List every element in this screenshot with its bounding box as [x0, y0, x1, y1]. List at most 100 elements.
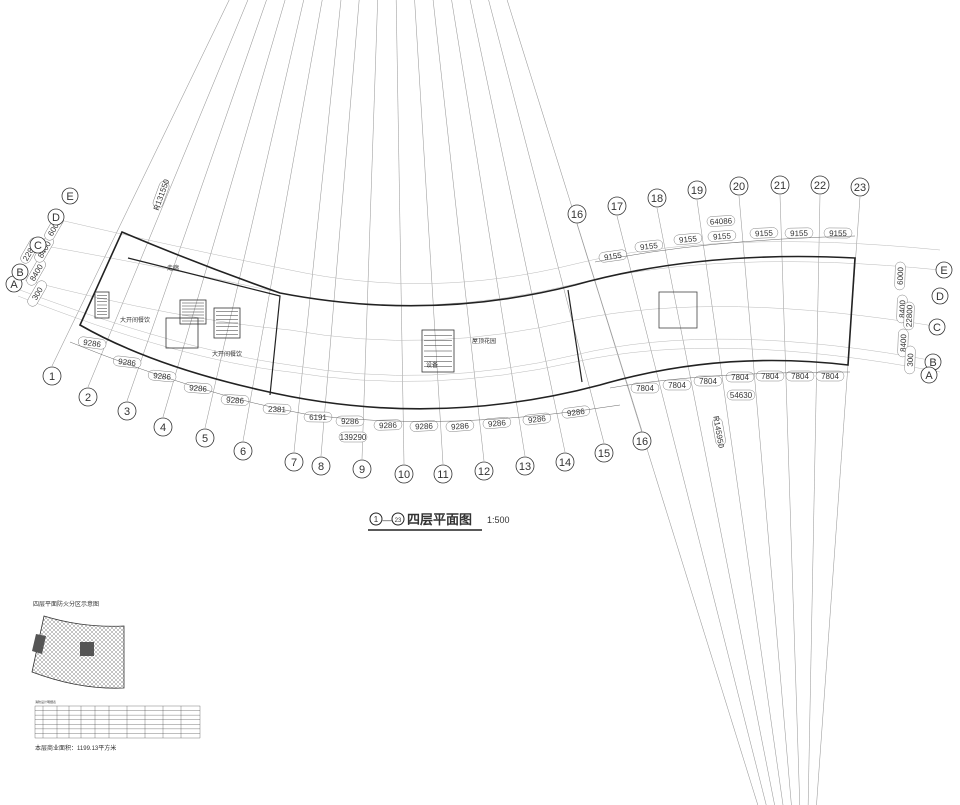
dimension-right-top-segment-box: [598, 249, 627, 263]
radial-axis-label: 16: [636, 436, 648, 448]
arc-grid-line: [59, 219, 941, 284]
radial-grid-line: [432, 0, 485, 462]
building-division-wall: [567, 289, 583, 383]
fire-zone-stair-center: [80, 642, 94, 656]
dimension-left-segment-text: 9286: [415, 422, 434, 432]
radial-axis-label-circle: [394, 464, 414, 484]
arc-axis-label: D: [936, 291, 944, 303]
dimension-right-arc-span-text: 6000: [896, 266, 906, 285]
table-title: 消防设计明细表: [35, 699, 56, 704]
arc-axis-label: A: [10, 279, 18, 291]
caption-separator: —: [383, 515, 392, 525]
building-outline: [78, 230, 856, 410]
radial-axis-label: 1: [49, 371, 55, 383]
radial-axis-label-circle: [117, 401, 137, 421]
radial-axis-label-circle: [607, 196, 627, 216]
dimension-left-segment-text: 9286: [488, 418, 507, 429]
dimension-right-bottom-segment: 7804: [815, 370, 845, 382]
room-label-dining-2: 大开间餐饮: [212, 350, 242, 358]
radial-grid-line: [395, 0, 405, 465]
dimension-left-segment: 9286: [522, 412, 552, 426]
drawing-caption: 1 — 23 四层平面图 1:500: [368, 512, 510, 531]
radial-axis-label-circle: [555, 452, 575, 472]
radial-axis-label: 6: [240, 446, 246, 458]
dimension-right-top-segment-box: [634, 239, 664, 253]
radial-axis-label-circle: [284, 452, 304, 472]
dimension-left-segment: 9286: [183, 382, 213, 394]
radial-axis-label: 16: [571, 209, 583, 221]
dimension-left-segment: 9286: [561, 405, 590, 419]
fire-zone-title: 四层平面防火分区示意图: [33, 600, 99, 608]
dimension-right-bottom-segment-text: 7804: [821, 372, 839, 381]
dimension-right-top-segment-box: [749, 227, 779, 239]
dimension-right-top-total-text: 64086: [710, 216, 733, 226]
dimension-right-arc-total: 22800: [903, 301, 915, 331]
dimension-right-radius-text: R145950: [711, 415, 726, 449]
radial-axis-label-circle: [78, 387, 98, 407]
dimension-right-top-segment: 9155: [673, 232, 703, 246]
dimension-left-segment-text: 9286: [379, 421, 398, 431]
radial-grid-line: [576, 223, 759, 805]
radial-axis-label-circle: [687, 180, 707, 200]
radial-grid-line: [87, 0, 249, 388]
radial-axis-label: 22: [814, 180, 826, 192]
room-label-garden: 屋顶花园: [472, 337, 496, 345]
dimension-right-top-line: [594, 235, 856, 263]
dimension-left-segment: 9286: [409, 420, 439, 432]
radial-grid-line: [451, 0, 526, 457]
radial-grid-line: [469, 0, 566, 453]
radial-axis-label: 13: [519, 461, 531, 473]
dimension-left-radius-box: [152, 181, 170, 209]
radial-axis-label-circle: [352, 459, 372, 479]
dimension-right-top-segment-text: 9155: [640, 241, 659, 252]
radial-grid-lines: [17, 0, 941, 805]
dimension-right-bottom-segment-box: [693, 375, 723, 387]
dimension-right-bottom-segment: 7804: [693, 375, 723, 387]
dimension-right-bottom-segment: 7804: [725, 371, 755, 383]
dimension-left-line: [69, 341, 621, 422]
arc-axis-label-circle: [61, 187, 79, 205]
arc-grid-line: [17, 295, 941, 382]
arc-axis-label-circle: [935, 261, 953, 279]
radial-axis-label-circle: [810, 175, 830, 195]
dimension-right-bottom-segment: 7804: [755, 370, 785, 382]
arc-axis-label-circle: [928, 318, 946, 336]
fire-zone-outline: [31, 615, 125, 689]
room-label-equipment: 设备: [426, 361, 438, 369]
dimension-right-edge-box: [904, 345, 916, 375]
radial-axis-label: 8: [318, 461, 324, 473]
dimension-left-edge-box: [27, 280, 47, 307]
dimension-right-bottom-segment-box: [785, 370, 815, 382]
dimension-left-segment-text: 2381: [268, 405, 287, 415]
roof-opening: [658, 291, 698, 329]
fire-zone-stair-left: [32, 634, 46, 654]
arc-axis-label: B: [16, 267, 23, 279]
arc-axis-label-circle: [920, 366, 938, 384]
radial-grid-line: [616, 215, 767, 805]
dimension-left-segment-box: [220, 394, 250, 406]
dimension-right-top-segment: 9155: [707, 230, 737, 242]
radial-grid-line: [293, 0, 342, 453]
dimension-right-top-segment: 9155: [634, 239, 664, 253]
dimension-left-segment-text: 9286: [83, 338, 102, 349]
radial-grid-line: [656, 207, 775, 805]
radial-axis-label: 4: [160, 422, 166, 434]
dimension-right-radius: R145950: [711, 415, 726, 449]
dimension-right-top-segment-text: 9155: [679, 234, 698, 245]
arc-axis-label-circle: [11, 263, 29, 281]
dimension-left-total-text: 139290: [340, 433, 367, 442]
radial-axis-label-circle: [311, 456, 331, 476]
arc-axis-label: C: [933, 322, 941, 334]
dimension-right-top-segment-box: [823, 227, 853, 239]
radial-axis-label-circle: [153, 417, 173, 437]
fire-design-table: 消防设计明细表: [34, 699, 201, 739]
dimension-right-top-segment-text: 9155: [790, 229, 809, 238]
dimension-right-top-segment-text: 9155: [829, 229, 847, 238]
radial-axis-label: 21: [774, 180, 786, 192]
stair-core-outline: [421, 329, 455, 373]
dimension-right-arc-span-text: 8400: [898, 299, 908, 318]
radial-grid-line: [126, 0, 267, 402]
dimension-right-arc-total-box: [903, 301, 915, 331]
radial-axis-label: 2: [85, 392, 91, 404]
